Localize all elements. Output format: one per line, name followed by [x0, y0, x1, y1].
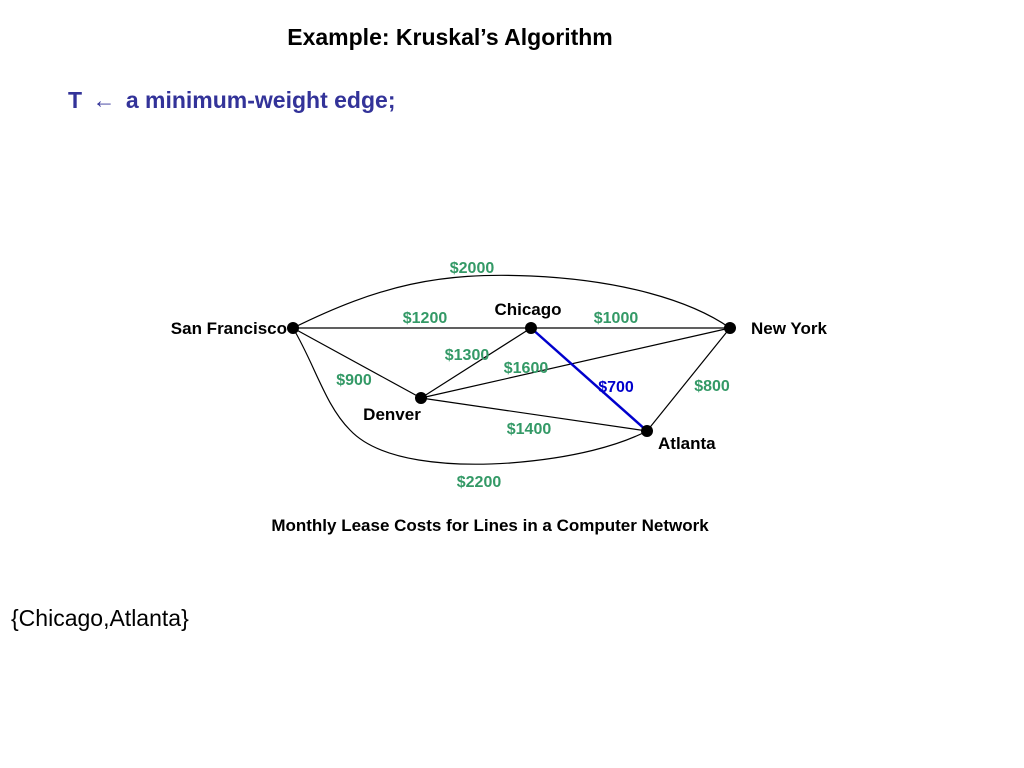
- algorithm-step: T ← a minimum-weight edge;: [68, 87, 395, 114]
- edge-weight-sf-ny: $2000: [450, 260, 495, 277]
- edge-weight-denver-atlanta: $1400: [507, 421, 552, 438]
- node-atlanta: [641, 425, 653, 437]
- edge-sf-denver: [292, 327, 422, 399]
- edge-ny-atlanta: [646, 327, 731, 432]
- node-denver: [415, 392, 427, 404]
- edge-denver-ny: [420, 327, 731, 399]
- weights-layer: $2000 $1200 $1000 $1300 $1600 $700 $900 $800 $14…: [336, 260, 730, 491]
- edge-denver-atlanta: [420, 397, 648, 432]
- edge-weight-sf-denver: $900: [336, 372, 372, 389]
- left-arrow-icon: ←: [92, 87, 116, 113]
- nodes-layer: [287, 322, 736, 437]
- slide-title: Example: Kruskal’s Algorithm: [287, 24, 613, 50]
- node-label-chicago: Chicago: [494, 300, 561, 319]
- edge-weight-sf-chicago: $1200: [403, 310, 448, 327]
- node-label-sf: San Francisco: [171, 319, 287, 338]
- node-sf: [287, 322, 299, 334]
- node-label-atlanta: Atlanta: [658, 434, 716, 453]
- tree-edge-set: {Chicago,Atlanta}: [11, 605, 189, 631]
- graph-caption: Monthly Lease Costs for Lines in a Compu…: [271, 516, 709, 535]
- edges-layer: [292, 274, 731, 465]
- node-label-denver: Denver: [363, 405, 421, 424]
- node-ny: [724, 322, 736, 334]
- edge-weight-denver-chicago: $1300: [445, 347, 490, 364]
- edge-weight-denver-ny: $1600: [504, 360, 549, 377]
- edge-chicago-atlanta: [530, 327, 648, 432]
- node-label-ny: New York: [751, 319, 827, 338]
- edge-weight-chicago-ny: $1000: [594, 310, 639, 327]
- edge-denver-chicago: [420, 327, 532, 399]
- edge-sf-ny: [292, 274, 731, 329]
- node-chicago: [525, 322, 537, 334]
- edge-weight-ny-atlanta: $800: [694, 378, 730, 395]
- step-text: a minimum-weight edge;: [125, 87, 396, 113]
- edge-weight-sf-atlanta: $2200: [457, 474, 502, 491]
- step-prefix: T: [68, 87, 83, 113]
- edge-sf-atlanta: [292, 327, 648, 465]
- edge-weight-chicago-atlanta: $700: [598, 379, 634, 396]
